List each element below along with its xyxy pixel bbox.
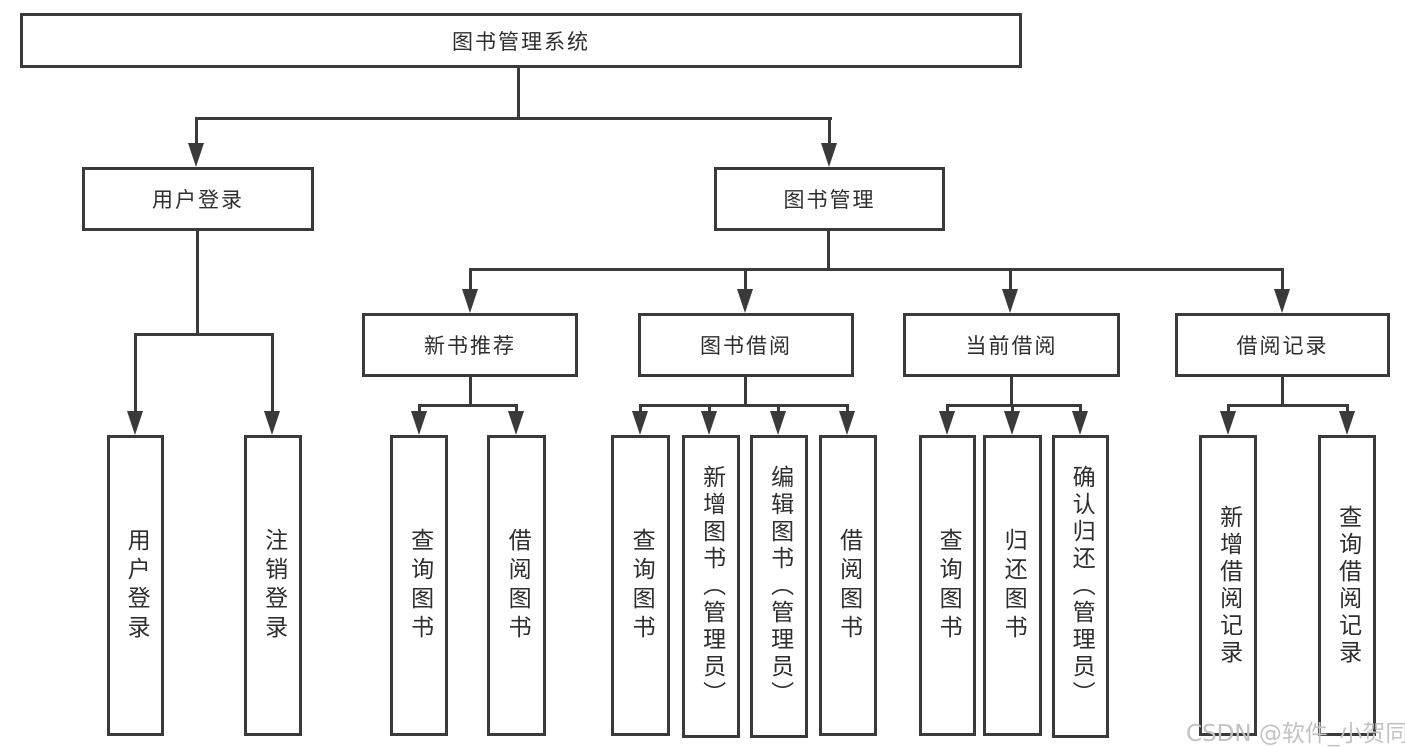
leaf-confirm-return-admin-label: 确认归还（管理员） [1068, 465, 1095, 708]
connector-stem [515, 404, 518, 413]
connector-level1-bar [195, 117, 832, 120]
leaf-return-books-label: 归还图书 [1000, 527, 1027, 644]
connector-stem [744, 268, 747, 292]
arrow-down-icon [508, 411, 524, 435]
arrow-down-icon [411, 411, 427, 435]
connector-stem [1009, 268, 1012, 292]
connector-trunk [1281, 377, 1284, 406]
connector-trunk [469, 377, 472, 406]
leaf-user-login: 用户登录 [107, 435, 164, 736]
node-root-label: 图书管理系统 [452, 29, 590, 54]
node-user-login-label: 用户登录 [152, 188, 244, 212]
connector-bookmgmt-trunk [827, 231, 830, 271]
connector-userlogin-trunk [196, 231, 199, 335]
arrow-down-icon [462, 289, 478, 313]
node-new-book-recommend-label: 新书推荐 [424, 334, 516, 358]
leaf-add-books-admin-label: 新增图书（管理员） [698, 465, 725, 708]
arrow-down-icon [939, 411, 955, 435]
connector-stem [1346, 404, 1349, 413]
arrow-down-icon [770, 411, 786, 435]
leaf-query-borrow-record: 查询借阅记录 [1318, 435, 1376, 736]
node-root: 图书管理系统 [20, 13, 1022, 68]
connector-root-trunk [517, 68, 520, 120]
arrow-down-icon [839, 411, 855, 435]
arrow-down-icon [632, 411, 648, 435]
connector-bar [639, 404, 849, 407]
node-book-borrow-label: 图书借阅 [700, 334, 792, 358]
connector-stem [418, 404, 421, 413]
leaf-query-books-1-label: 查询图书 [406, 527, 433, 644]
connector-stem [134, 333, 137, 411]
connector-trunk [1010, 377, 1013, 406]
connector-stem [1011, 404, 1014, 413]
leaf-edit-books-admin-label: 编辑图书（管理员） [766, 465, 793, 708]
arrow-down-icon [1339, 411, 1355, 435]
arrow-down-icon [821, 143, 837, 167]
connector-bar [946, 404, 1082, 407]
leaf-query-books-2: 查询图书 [611, 435, 670, 736]
connector-level2-bar [469, 268, 1284, 271]
connector-stem [195, 117, 198, 145]
connector-stem [1227, 404, 1230, 413]
connector-stem [1281, 268, 1284, 292]
connector-stem [708, 404, 711, 413]
node-current-borrow: 当前借阅 [903, 313, 1120, 377]
leaf-confirm-return-admin: 确认归还（管理员） [1052, 435, 1109, 738]
arrow-down-icon [701, 411, 717, 435]
arrow-down-icon [264, 411, 280, 435]
node-current-borrow-label: 当前借阅 [965, 334, 1058, 358]
leaf-query-books-1: 查询图书 [390, 435, 448, 736]
node-user-login: 用户登录 [82, 167, 314, 231]
node-borrow-record-label: 借阅记录 [1236, 334, 1329, 358]
arrow-down-icon [1002, 289, 1018, 313]
arrow-down-icon [737, 289, 753, 313]
leaf-query-borrow-record-label: 查询借阅记录 [1334, 504, 1361, 667]
connector-bar [1227, 404, 1349, 407]
leaf-logout-label: 注销登录 [260, 527, 287, 644]
arrow-down-icon [1220, 411, 1236, 435]
node-new-book-recommend: 新书推荐 [362, 313, 578, 377]
leaf-borrow-books-2: 借阅图书 [819, 435, 877, 736]
leaf-return-books: 归还图书 [983, 435, 1042, 736]
connector-stem [1079, 404, 1082, 413]
arrow-down-icon [1004, 411, 1020, 435]
leaf-logout: 注销登录 [244, 435, 302, 736]
node-book-management: 图书管理 [714, 167, 945, 231]
arrow-down-icon [188, 143, 204, 167]
connector-stem [639, 404, 642, 413]
arrow-down-icon [1274, 289, 1290, 313]
csdn-watermark: CSDN @软件_小贺同学 [1186, 721, 1405, 747]
connector-userlogin-bar [134, 333, 274, 336]
leaf-user-login-label: 用户登录 [123, 527, 150, 644]
leaf-add-borrow-record: 新增借阅记录 [1199, 435, 1257, 736]
arrow-down-icon [127, 411, 143, 435]
leaf-borrow-books-1-label: 借阅图书 [504, 527, 531, 644]
leaf-edit-books-admin: 编辑图书（管理员） [750, 435, 808, 738]
leaf-query-books-3-label: 查询图书 [935, 527, 962, 644]
leaf-query-books-3: 查询图书 [919, 435, 976, 736]
node-book-borrow: 图书借阅 [638, 313, 854, 377]
node-book-management-label: 图书管理 [783, 188, 876, 212]
node-borrow-record: 借阅记录 [1175, 313, 1390, 377]
leaf-add-books-admin: 新增图书（管理员） [682, 435, 740, 738]
connector-trunk [744, 377, 747, 406]
connector-stem [469, 268, 472, 292]
leaf-borrow-books-2-label: 借阅图书 [835, 527, 862, 644]
leaf-add-borrow-record-label: 新增借阅记录 [1215, 504, 1242, 667]
connector-stem [846, 404, 849, 413]
arrow-down-icon [1072, 411, 1088, 435]
connector-stem [271, 333, 274, 411]
connector-stem [828, 117, 831, 145]
connector-stem [946, 404, 949, 413]
leaf-query-books-2-label: 查询图书 [628, 527, 655, 644]
connector-stem [777, 404, 780, 413]
leaf-borrow-books-1: 借阅图书 [487, 435, 546, 736]
connector-bar [418, 404, 518, 407]
